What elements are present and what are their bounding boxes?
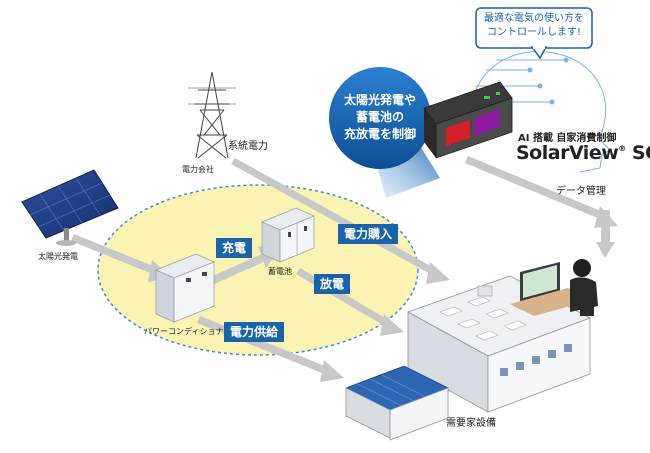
factory-icon bbox=[345, 365, 449, 441]
battery-icon bbox=[260, 207, 316, 263]
disc-line-3: 充放電を制御 bbox=[343, 127, 416, 141]
tag-power-supply: 電力供給 bbox=[224, 322, 285, 342]
control-disc bbox=[329, 67, 431, 169]
label-power-company: 電力会社 bbox=[182, 165, 214, 174]
label-solar: 太陽光発電 bbox=[38, 252, 78, 261]
disc-line-2: 蓄電池の bbox=[355, 110, 404, 124]
tag-power-purchase: 電力購入 bbox=[338, 224, 399, 244]
speech-bubble bbox=[475, 7, 593, 60]
product-name-suffix: SC bbox=[631, 142, 650, 164]
arrow-pcs-to-factory-head bbox=[320, 360, 344, 382]
product-name: SolarView® SC bbox=[516, 142, 650, 164]
arrow-data-management bbox=[465, 156, 608, 221]
arrow-solar-to-pcs bbox=[71, 234, 158, 275]
label-power-conditioner: パワーコンディショナ bbox=[144, 327, 224, 336]
control-beam bbox=[378, 146, 440, 198]
solarview-device-icon bbox=[423, 81, 513, 159]
speech-bubble-text: 最適な電気の使い方を コントロールします! bbox=[476, 12, 592, 40]
control-disc-text: 太陽光発電や 蓄電池の 充放電を制御 bbox=[330, 92, 430, 143]
arrow-data-down-head bbox=[596, 242, 615, 258]
transmission-tower-icon bbox=[188, 71, 236, 159]
arrow-grid-to-facility-head bbox=[426, 262, 450, 284]
ai-head-icon bbox=[469, 51, 611, 173]
label-grid-power: 系統電力 bbox=[228, 141, 268, 152]
label-battery: 蓄電池 bbox=[268, 267, 292, 276]
disc-line-1: 太陽光発電や bbox=[343, 93, 416, 107]
product-subtitle: AI 搭載 自家消費制御 bbox=[518, 133, 617, 144]
arrow-data-down bbox=[601, 210, 610, 246]
solar-panel-icon bbox=[21, 169, 119, 246]
label-facility: 需要家設備 bbox=[446, 418, 496, 429]
operator-workstation-icon bbox=[510, 259, 598, 316]
product-reg-mark: ® bbox=[618, 144, 626, 153]
power-conditioner-icon bbox=[154, 253, 216, 323]
tag-discharge: 放電 bbox=[314, 274, 351, 294]
arrow-grid-to-facility bbox=[231, 158, 438, 276]
speech-line-2: コントロールします! bbox=[486, 27, 581, 38]
tag-charge: 充電 bbox=[216, 238, 253, 258]
arrow-pcs-to-battery bbox=[208, 254, 266, 285]
speech-line-1: 最適な電気の使い方を bbox=[484, 13, 584, 24]
product-name-main: SolarView bbox=[516, 142, 619, 164]
label-data-management: データ管理 bbox=[556, 186, 606, 197]
arrow-battery-to-facility-head bbox=[380, 314, 404, 336]
